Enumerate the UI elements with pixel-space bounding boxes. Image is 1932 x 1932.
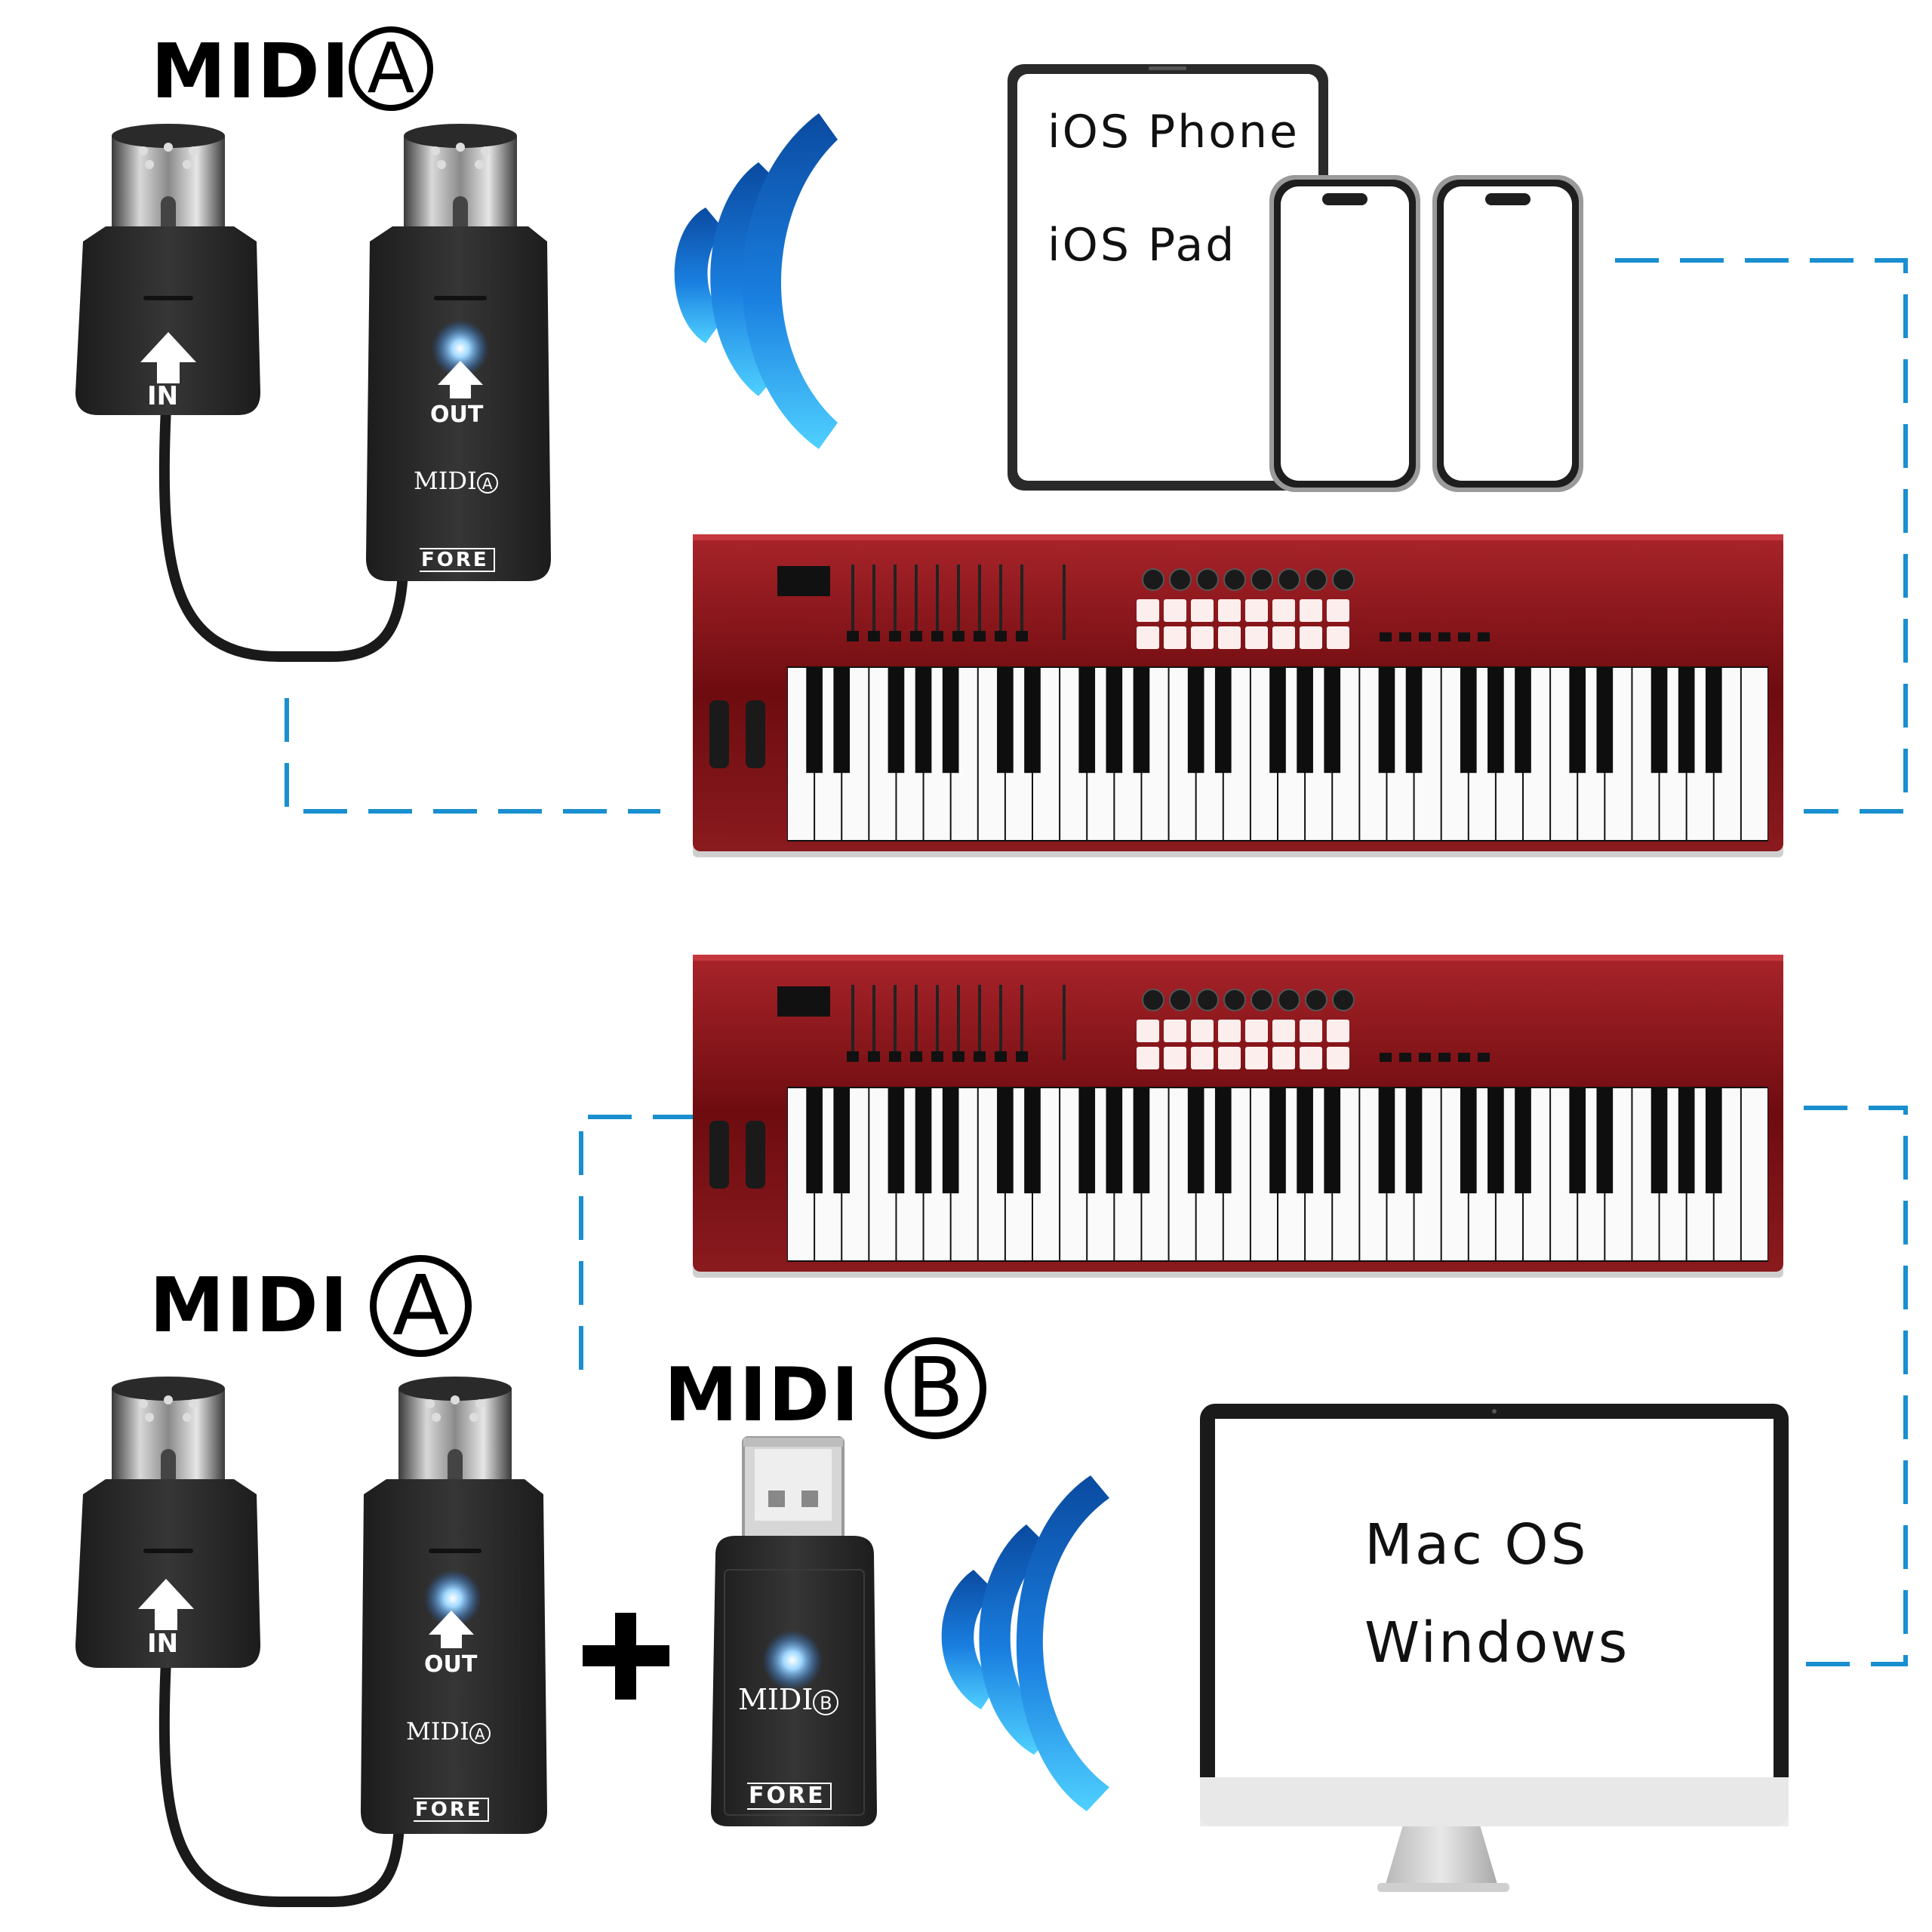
bottom-adapter-brand-badge: A [469, 1722, 491, 1744]
screen-line-ios-pad: iOS Pad [1048, 219, 1237, 272]
bottom-adapter-in-label: IN [147, 1629, 179, 1659]
top-heading: MIDI [151, 34, 351, 109]
bottom-heading-a-badge-letter: A [392, 1257, 450, 1354]
monitor-icon [1200, 1404, 1789, 1892]
top-adapter-out-label: OUT [430, 401, 484, 428]
phone-icon [1432, 175, 1583, 492]
bottom-heading-b-badge-letter: B [906, 1340, 964, 1436]
tablet-icon [1008, 64, 1328, 491]
led-indicator [432, 320, 489, 377]
bottom-heading-b-text: MIDI [664, 1352, 860, 1438]
connector-top-right [1615, 258, 1908, 814]
top-heading-text: MIDI [151, 27, 351, 115]
plus-icon [583, 1613, 669, 1700]
connector-top-left [285, 698, 660, 814]
usb-brand-badge: B [813, 1689, 839, 1715]
top-adapter-in-label: IN [147, 381, 179, 411]
top-adapter-logo: FORE [420, 548, 495, 572]
bottom-adapter-logo: FORE [414, 1798, 489, 1822]
midi-connector-icon [75, 1377, 260, 1668]
bottom-adapter-brand-text: MIDI [406, 1717, 469, 1746]
midi-keyboard-icon [693, 534, 1783, 857]
bottom-adapter-cable [158, 1660, 405, 1907]
midi-connector-icon [361, 1377, 547, 1834]
arrow-up-icon [140, 332, 196, 383]
screen-line-ios-phone: iOS Phone [1048, 106, 1300, 158]
top-adapter-cable [158, 407, 409, 662]
screen-line-windows: Windows [1364, 1611, 1630, 1675]
arrow-up-icon [138, 1579, 194, 1630]
midi-keyboard-icon [693, 955, 1783, 1278]
bottom-heading-a-text: MIDI [149, 1261, 349, 1349]
led-indicator [424, 1570, 481, 1627]
connector-bottom-right [1804, 1106, 1908, 1666]
bottom-heading-a: MIDI [149, 1268, 349, 1343]
midi-connector-icon [366, 124, 551, 581]
top-heading-badge-letter: A [367, 28, 415, 109]
screen-line-mac-os: Mac OS [1364, 1512, 1589, 1577]
top-adapter-brand-text: MIDI [414, 466, 477, 495]
arrow-up-icon [429, 1611, 474, 1648]
usb-brand-text: MIDI [738, 1683, 814, 1716]
top-adapter-brand-badge: A [476, 472, 498, 494]
connector-bottom-left [579, 1115, 693, 1370]
led-indicator [762, 1630, 823, 1690]
bottom-heading-a-badge: A [370, 1255, 472, 1357]
bottom-midi-adapter [75, 1377, 547, 1907]
connector-lines [285, 258, 1908, 1666]
usb-logo: FORE [747, 1783, 832, 1810]
wireless-signal-icon [941, 1475, 1109, 1811]
bottom-heading-b-badge: B [884, 1337, 986, 1439]
midi-connector-icon [75, 124, 260, 415]
bottom-adapter-out-label: OUT [424, 1651, 478, 1678]
phone-icon [1269, 175, 1420, 492]
top-heading-badge: A [349, 26, 433, 111]
arrow-up-icon [438, 361, 483, 398]
top-midi-adapter [75, 124, 551, 662]
wireless-signal-icon [674, 113, 838, 449]
bottom-heading-b: MIDI [664, 1358, 860, 1432]
